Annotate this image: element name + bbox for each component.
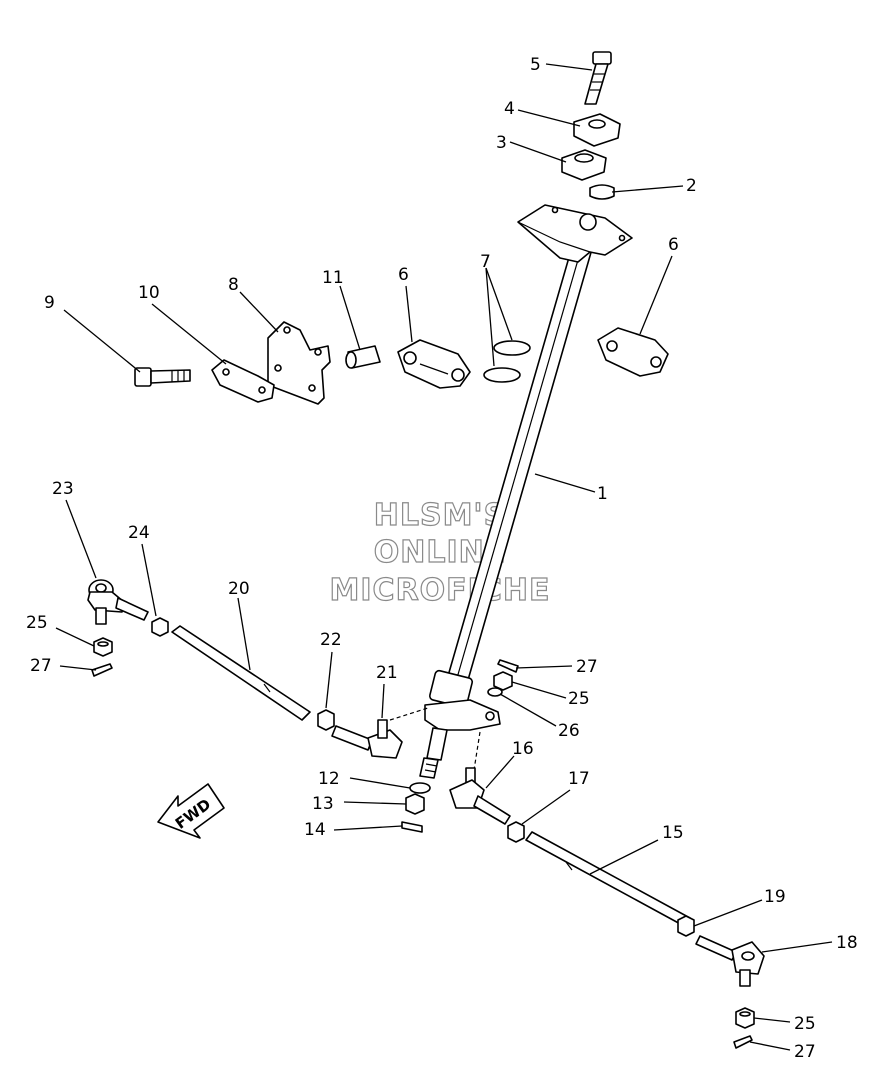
callout-7: 7 xyxy=(480,252,491,272)
callout-19: 19 xyxy=(764,887,786,907)
callouts: 5 4 3 2 6 6 7 11 8 10 9 1 23 24 20 25 27… xyxy=(26,55,858,1062)
callout-21: 21 xyxy=(376,663,398,683)
washer-26 xyxy=(487,687,503,697)
bracket-6-left xyxy=(397,339,471,389)
bolt-9 xyxy=(134,367,191,387)
callout-27-mid: 27 xyxy=(576,657,598,677)
tie-rod-end-18 xyxy=(695,935,765,987)
callout-6-right: 6 xyxy=(668,235,679,255)
callout-25-right: 25 xyxy=(794,1014,816,1034)
tie-rod-end-21 xyxy=(331,719,403,759)
callout-3: 3 xyxy=(496,133,507,153)
bracket-10 xyxy=(211,359,275,403)
washers-7 xyxy=(483,340,531,383)
watermark-line-1: HLSM'S xyxy=(374,498,506,533)
pin-14 xyxy=(401,821,423,833)
nut-19 xyxy=(677,915,695,937)
bracket-6-right xyxy=(597,327,669,377)
callout-1: 1 xyxy=(597,484,608,504)
callout-16: 16 xyxy=(512,739,534,759)
collar-11 xyxy=(345,345,381,369)
callout-9: 9 xyxy=(44,293,55,313)
watermark: HLSM'S ONLINE MICROFICHE xyxy=(329,497,551,608)
bushing-3 xyxy=(561,149,607,181)
callout-8: 8 xyxy=(228,275,239,295)
fwd-arrow: FWD xyxy=(157,783,225,839)
nut-17 xyxy=(507,821,525,843)
callout-20: 20 xyxy=(228,579,250,599)
washer-12 xyxy=(409,782,431,794)
cap-2 xyxy=(589,184,615,200)
callout-25-mid: 25 xyxy=(568,689,590,709)
callout-11: 11 xyxy=(322,268,344,288)
callout-13: 13 xyxy=(312,794,334,814)
nut-25-left xyxy=(93,637,113,657)
callout-4: 4 xyxy=(504,99,515,119)
callout-10: 10 xyxy=(138,283,160,303)
callout-24: 24 xyxy=(128,523,150,543)
callout-22: 22 xyxy=(320,630,342,650)
nut-24 xyxy=(151,617,169,637)
tie-rod-end-23 xyxy=(87,579,149,625)
callout-27-left: 27 xyxy=(30,656,52,676)
watermark-line-3: MICROFICHE xyxy=(330,573,551,608)
leader-lines xyxy=(55,63,833,1051)
callout-6-left: 6 xyxy=(398,265,409,285)
callout-2: 2 xyxy=(686,176,697,196)
pin-27-right xyxy=(733,1035,753,1049)
callout-23: 23 xyxy=(52,479,74,499)
nut-25-right xyxy=(735,1007,755,1029)
callout-5: 5 xyxy=(530,55,541,75)
callout-25-left: 25 xyxy=(26,613,48,633)
pin-27-mid xyxy=(497,659,519,673)
clamp-4 xyxy=(573,113,621,147)
bolt-5 xyxy=(584,51,612,105)
nut-13 xyxy=(405,793,425,815)
callout-12: 12 xyxy=(318,769,340,789)
callout-26: 26 xyxy=(558,721,580,741)
callout-17: 17 xyxy=(568,769,590,789)
nut-22 xyxy=(317,709,335,731)
tie-rod-end-16 xyxy=(449,767,511,825)
nut-25-mid xyxy=(493,671,513,691)
tie-rod-15 xyxy=(525,831,691,927)
steering-column xyxy=(389,204,633,779)
callout-18: 18 xyxy=(836,933,858,953)
callout-27-right: 27 xyxy=(794,1042,816,1062)
callout-14: 14 xyxy=(304,820,326,840)
pin-27-left xyxy=(91,663,113,677)
callout-15: 15 xyxy=(662,823,684,843)
plate-8 xyxy=(267,321,331,405)
tie-rod-20 xyxy=(171,625,311,721)
